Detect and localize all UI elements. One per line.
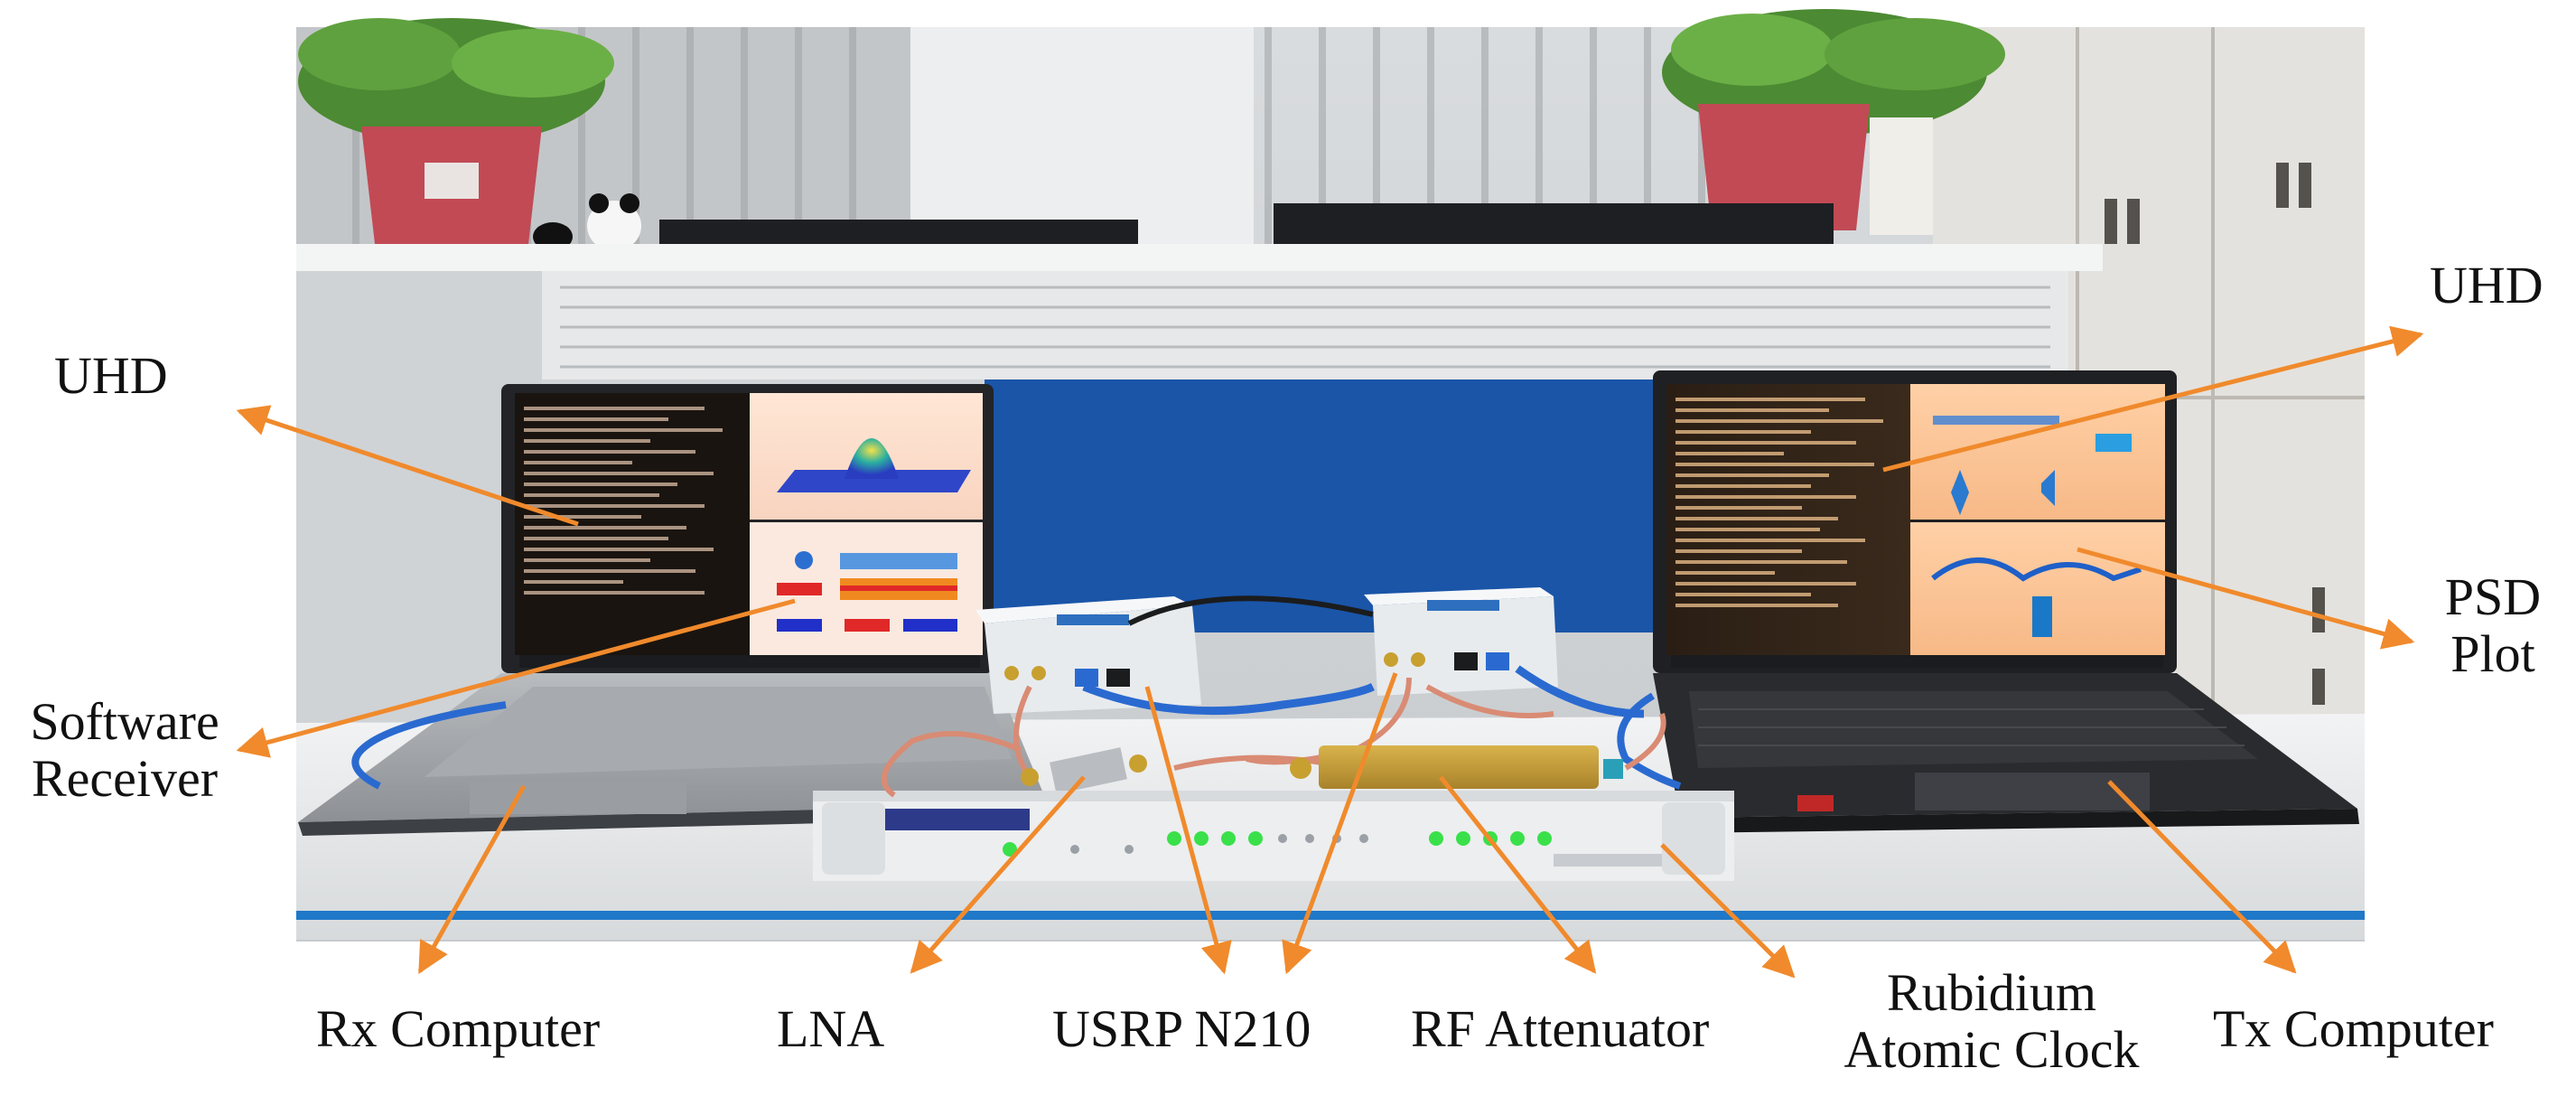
label-psd-plot: PSD Plot: [2421, 567, 2565, 683]
label-software-receiver-line1: Software: [30, 692, 219, 751]
label-rubidium-atomic-clock: Rubidium Atomic Clock: [1797, 963, 2186, 1079]
label-usrp-n210: USRP N210: [1052, 999, 1311, 1058]
label-rubidium-line1: Rubidium: [1886, 963, 2097, 1022]
label-lna: LNA: [777, 999, 885, 1058]
label-uhd-left: UHD: [54, 346, 168, 405]
label-tx-computer: Tx Computer: [2213, 999, 2494, 1058]
label-psd-plot-line2: Plot: [2450, 623, 2535, 683]
label-rf-attenuator: RF Attenuator: [1411, 999, 1710, 1058]
label-uhd-right: UHD: [2430, 256, 2543, 314]
label-software-receiver: Software Receiver: [16, 692, 233, 808]
label-psd-plot-line1: PSD: [2444, 567, 2542, 626]
label-rubidium-line2: Atomic Clock: [1843, 1019, 2140, 1079]
label-rx-computer: Rx Computer: [316, 999, 601, 1058]
label-software-receiver-line2: Receiver: [31, 748, 219, 808]
